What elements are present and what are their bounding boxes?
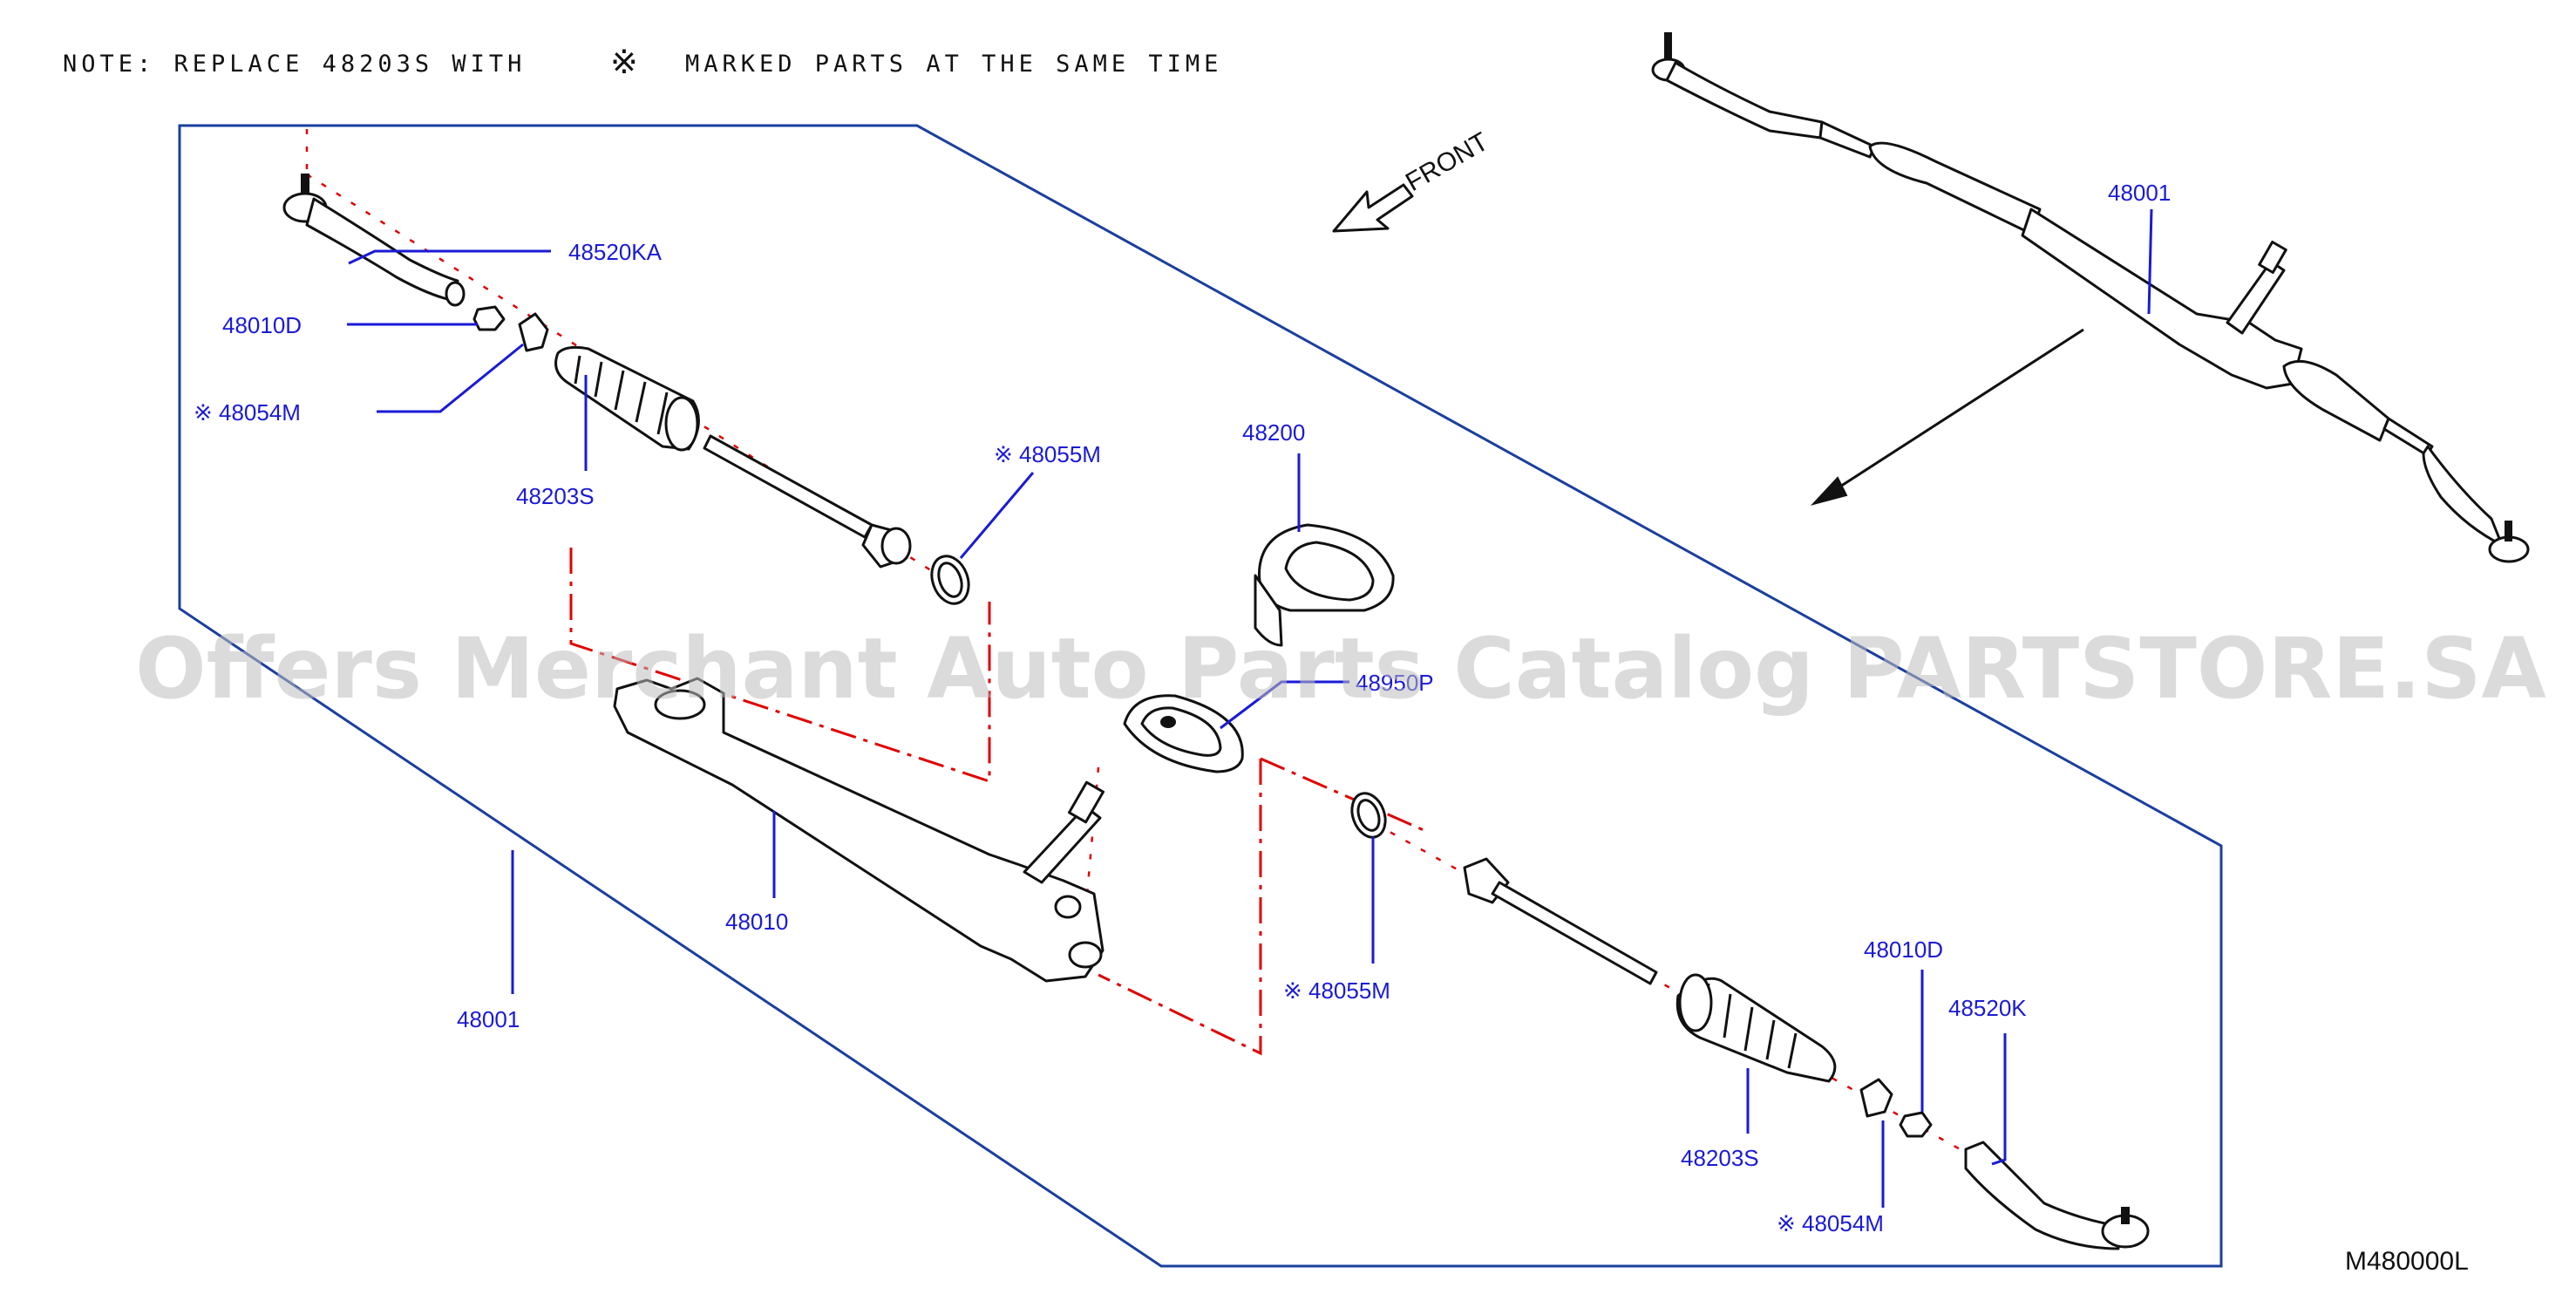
clip-right	[1859, 1078, 1893, 1118]
label-assembly-inset: 48001	[2108, 180, 2171, 206]
label-clip-left: ※ 48054M	[194, 399, 301, 426]
direction-arrow-icon	[1810, 328, 2084, 506]
leader-clip-left	[377, 343, 524, 413]
cover	[1254, 523, 1395, 647]
label-lock-nut-left: 48010D	[222, 312, 302, 338]
label-boot-right: 48203S	[1681, 1145, 1759, 1171]
boot-left	[554, 345, 700, 452]
front-label: FRONT	[1401, 127, 1493, 197]
inner-rod-left	[703, 434, 912, 569]
label-boot-left: 48203S	[516, 483, 595, 509]
label-band-left: ※ 48055M	[994, 441, 1101, 467]
label-band-right: ※ 48055M	[1283, 977, 1390, 1004]
label-tie-rod-end-left: 48520KA	[568, 239, 663, 265]
label-cover: 48200	[1242, 419, 1305, 446]
band-left	[930, 555, 970, 605]
label-clip-right: ※ 48054M	[1777, 1210, 1884, 1236]
rod-group-dashline	[1098, 759, 1262, 1056]
label-grommet: 48950P	[1356, 670, 1434, 696]
grommet	[1123, 694, 1244, 773]
tie-rod-end-right	[1964, 1141, 2150, 1250]
inner-rod-right	[1463, 857, 1658, 985]
label-gear-housing: 48010	[725, 909, 788, 935]
note-text-2: MARKED PARTS AT THE SAME TIME	[685, 51, 1222, 78]
watermark: Offers Merchant Auto Parts Catalog PARTS…	[135, 620, 2546, 718]
lock-nut-left	[472, 305, 506, 331]
note-text: NOTE: REPLACE 48203S WITH	[63, 51, 526, 78]
leader-tie-rod-end-left	[348, 249, 551, 265]
note-mark: ※	[610, 44, 638, 81]
leader-grommet	[1220, 680, 1349, 730]
gear-group-dashline	[569, 548, 991, 784]
leader-assembly-inset	[2147, 208, 2153, 315]
tie-rod-end-left	[282, 174, 466, 307]
rod-group-dashline-top	[1260, 757, 1431, 834]
clip-left	[518, 312, 549, 352]
leader-band-left	[959, 472, 1035, 559]
gear-housing	[613, 677, 1105, 983]
label-lock-nut-right: 48010D	[1864, 936, 1943, 963]
label-tie-rod-end-right: 48520K	[1948, 995, 2027, 1021]
front-arrow-icon	[1332, 183, 1414, 233]
inset-assembly	[1651, 32, 2530, 563]
leader-tie-rod-end-right	[1991, 1033, 2007, 1166]
boot-right	[1675, 973, 1837, 1083]
label-assembly-main: 48001	[457, 1006, 520, 1032]
band-right	[1350, 792, 1387, 839]
lock-nut-right	[1899, 1111, 1933, 1138]
diagram-code: M480000L	[2345, 1247, 2469, 1276]
assembly-frame	[178, 124, 2223, 1268]
